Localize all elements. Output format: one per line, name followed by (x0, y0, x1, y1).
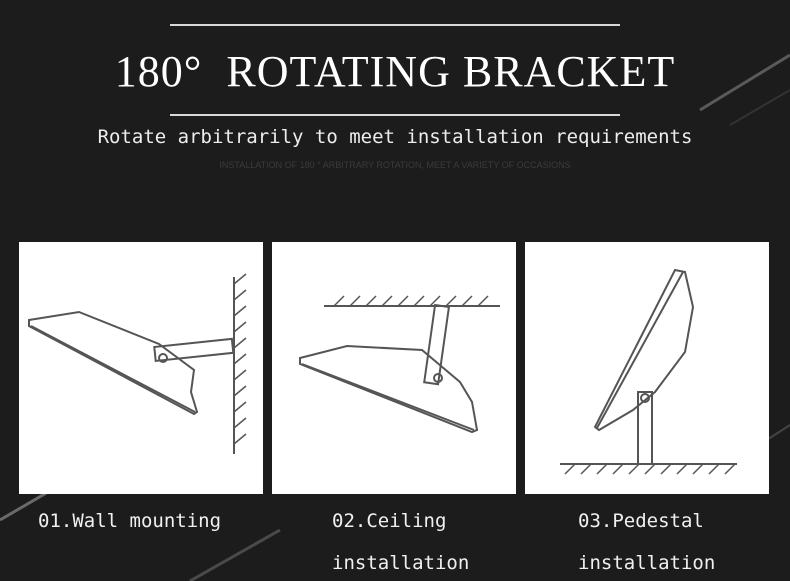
top-divider (170, 24, 620, 26)
wall-mount-drawing (28, 273, 247, 454)
wall-mounting-illustration (19, 242, 263, 494)
ceiling-caption-line1: 02.Ceiling (332, 510, 447, 532)
small-subtitle: INSTALLATION OF 180 ° ARBITRARY ROTATION… (219, 160, 571, 170)
pedestal-mount-drawing (560, 268, 737, 475)
ceiling-installation-illustration (272, 242, 516, 494)
title-underline (170, 114, 620, 116)
wall-mounting-caption: 01.Wall mounting (38, 510, 222, 532)
ceiling-caption-line2: installation (332, 552, 470, 574)
pedestal-installation-illustration (525, 242, 769, 494)
subtitle: Rotate arbitrarily to meet installation … (97, 126, 693, 148)
pedestal-caption-line1: 03.Pedestal (578, 510, 704, 532)
page-title: 180° ROTATING BRACKET (114, 47, 676, 96)
ceiling-mount-drawing (299, 295, 500, 434)
pedestal-caption-line2: installation (578, 552, 716, 574)
